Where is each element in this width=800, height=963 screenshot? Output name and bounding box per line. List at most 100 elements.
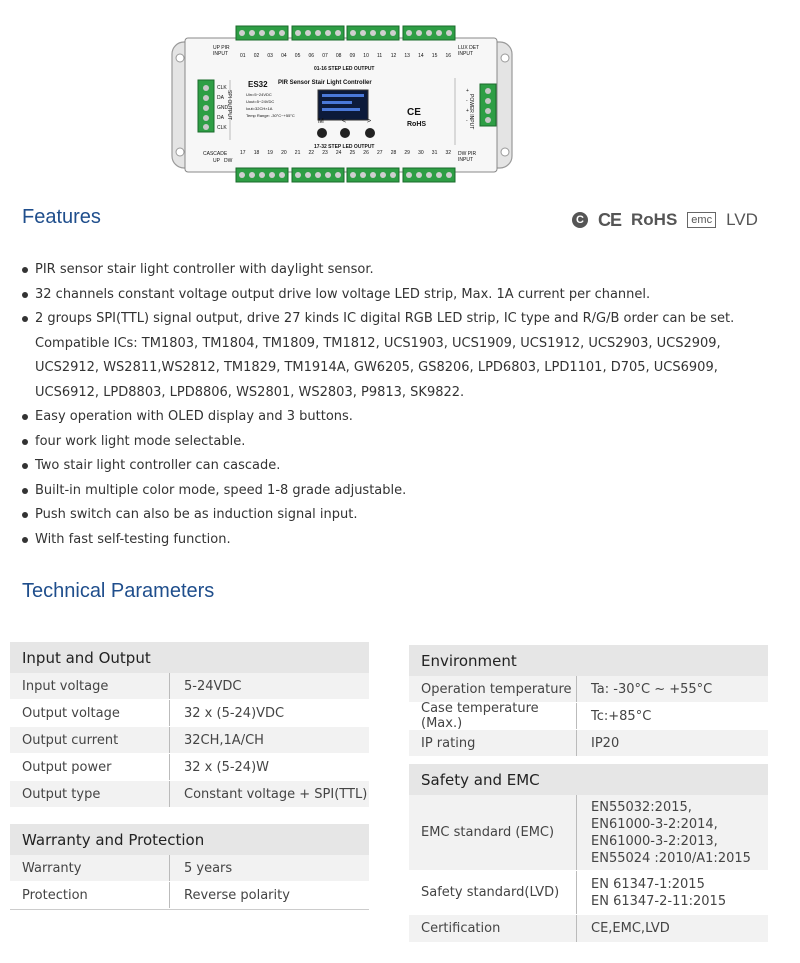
pin-label: + [466,88,469,94]
terminal-screw [315,172,321,178]
table-row: Output type Constant voltage + SPI(TTL) [10,781,369,808]
terminal-screw [325,172,331,178]
terminal-screw [335,30,341,36]
product-illustration: ES32 PIR Sensor Stair Light Controller U… [0,0,800,195]
terminal-screw [295,30,301,36]
channel-number-label: 17 [240,150,246,156]
channel-number-label: 02 [253,53,260,59]
c-certification-icon: C [572,212,588,228]
top-output-label: 01-16 STEP LED OUTPUT [314,66,375,72]
param-label: Warranty [10,855,170,881]
terminal-screw [426,172,432,178]
certification-logos: C CE RoHS emc LVD [572,208,758,232]
channel-number-label: 14 [418,53,424,59]
terminal-screw [279,172,285,178]
terminal-screw [380,30,386,36]
spec-line: Uout=5~24VDC [246,99,275,104]
channel-number-label: 07 [322,53,328,59]
device-name: PIR Sensor Stair Light Controller [278,80,372,86]
emc-standard-line: EN61000-3-2:2013, [591,833,718,849]
terminal-screw [239,172,245,178]
channel-number-label: 23 [322,150,328,156]
terminal-screw [446,172,452,178]
emc-standard-line: EN55024 :2010/A1:2015 [591,850,751,866]
table-bottom-rule [10,909,369,910]
channel-number-label: 16 [445,53,452,59]
controller-device-drawing [171,25,513,183]
param-label: Case temperature (Max.) [409,701,577,731]
terminal-screw [249,172,255,178]
emc-standard-line: EN61000-3-2:2014, [591,816,718,832]
channel-number-label: 03 [267,53,273,59]
terminal-screw [416,172,422,178]
feature-text: four work light mode selectable. [35,433,246,449]
section-header: Safety and EMC [409,764,768,795]
cascade-pin-up: UP [213,158,220,164]
list-item: four work light mode selectable. [22,430,782,455]
param-value: CE,EMC,LVD [591,921,670,936]
input-output-table: Input and Output Input voltage 5-24VDC O… [10,642,369,808]
param-label: Protection [10,882,170,908]
channel-number-label: 24 [335,150,342,156]
param-value: EN 61347-1:2015 EN 61347-2-11:2015 [577,871,768,914]
section-header: Warranty and Protection [10,824,369,855]
terminal-screw [370,30,376,36]
list-item: 32 channels constant voltage output driv… [22,283,782,308]
terminal-screw [390,172,396,178]
terminal-screw [406,30,412,36]
table-row: Operation temperature Ta: -30°C ~ +55°C [409,676,768,703]
terminal-screw [335,172,341,178]
feature-list: PIR sensor stair light controller with d… [22,258,782,552]
terminal-screw [436,172,442,178]
features-heading: Features [22,206,101,228]
terminal-screw [239,30,245,36]
button-left-label: < [342,118,347,125]
pin-label: - [466,118,468,124]
list-item: Push switch can also be as induction sig… [22,503,782,528]
cascade-label: CASCADE [203,151,228,157]
channel-number-label: 29 [404,150,410,156]
channel-number-label: 01 [240,53,246,59]
channel-number-label: 32 [445,150,452,156]
pin-label: - [466,98,468,104]
param-label: Output voltage [10,700,170,726]
dw-pir-input-label: DW PIR INPUT [458,151,477,163]
pin-label: CLK [217,85,227,91]
rohs-mark: RoHS [407,121,427,128]
param-value: EN55032:2015, EN61000-3-2:2014, EN61000-… [577,795,768,870]
feature-text: With fast self-testing function. [35,531,231,547]
list-item: Two stair light controller can cascade. [22,454,782,479]
param-label: Operation temperature [409,676,577,702]
param-value: Reverse polarity [184,887,290,903]
table-row: Warranty 5 years [10,855,369,882]
channel-number-label: 28 [390,150,397,156]
spec-line: Temp Range: -30°C~+55°C [246,113,295,118]
channel-number-label: 11 [377,53,383,59]
emc-logo: emc [687,212,717,228]
table-row: EMC standard (EMC) EN55032:2015, EN61000… [409,795,768,871]
feature-text: 2 groups SPI(TTL) signal output, drive 2… [35,311,735,326]
terminal-screw [350,30,356,36]
table-row: Input voltage 5-24VDC [10,673,369,700]
pin-label: CLK [217,125,227,131]
channel-number-label: 09 [349,53,356,59]
terminal-screw [269,30,275,36]
param-value: 32 x (5-24)VDC [184,705,285,721]
param-value: IP20 [591,735,620,751]
feature-text: Built-in multiple color mode, speed 1-8 … [35,482,407,498]
channel-number-label: 26 [363,150,369,156]
feature-text: Easy operation with OLED display and 3 b… [35,409,353,424]
channel-number-label: 19 [267,150,273,156]
param-value: Constant voltage + SPI(TTL) [184,786,368,802]
channel-number-label: 06 [308,53,315,59]
up-pir-input-label: UP PIR INPUT [213,45,230,57]
table-row: Output voltage 32 x (5-24)VDC [10,700,369,727]
cascade-pin-dw: DW [224,158,233,164]
terminal-screw [436,30,442,36]
channel-number-label: 08 [335,53,342,59]
terminal-screw [259,172,265,178]
feature-text: Push switch can also be as induction sig… [35,507,358,522]
safety-emc-table: Safety and EMC EMC standard (EMC) EN5503… [409,764,768,943]
device-model: ES32 [248,80,268,89]
table-row: Output current 32CH,1A/CH [10,727,369,754]
